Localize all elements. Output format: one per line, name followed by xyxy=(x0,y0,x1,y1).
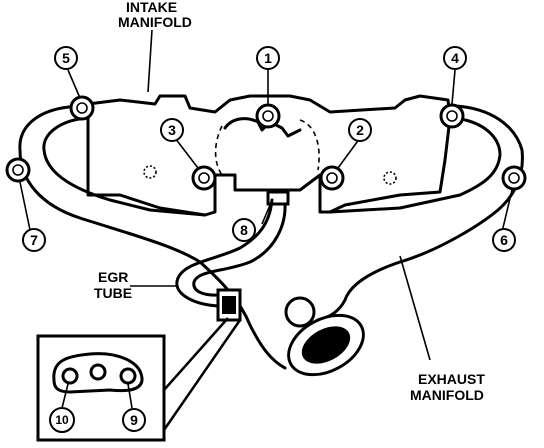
egr-tube xyxy=(175,198,287,322)
svg-text:2: 2 xyxy=(356,122,364,138)
callout-3: 3 xyxy=(160,118,184,142)
svg-text:9: 9 xyxy=(130,412,138,428)
egr-label-line1: EGR xyxy=(98,269,128,285)
svg-text:1: 1 xyxy=(264,50,272,66)
bolt-6 xyxy=(501,165,527,191)
egr-flange xyxy=(287,313,365,377)
leader-lines xyxy=(19,29,513,409)
callout-10: 10 xyxy=(49,407,75,433)
svg-text:10: 10 xyxy=(55,413,69,427)
callout-1: 1 xyxy=(256,46,280,70)
bolt-2 xyxy=(319,165,345,191)
bolts xyxy=(5,95,527,206)
bolt-7 xyxy=(5,157,31,183)
bolt-1 xyxy=(255,103,281,129)
callout-6: 6 xyxy=(492,228,516,252)
intake-label-line1: INTAKE xyxy=(126,0,177,15)
svg-text:4: 4 xyxy=(451,50,459,66)
svg-text:8: 8 xyxy=(240,222,248,238)
callout-8: 8 xyxy=(232,218,256,242)
exhaust-label-line1: EXHAUST xyxy=(418,371,485,387)
bolt-4 xyxy=(439,103,465,129)
svg-text:7: 7 xyxy=(30,232,38,248)
callout-9: 9 xyxy=(122,408,146,432)
svg-text:3: 3 xyxy=(168,122,176,138)
bolt-5 xyxy=(69,95,95,121)
callout-7: 7 xyxy=(22,228,46,252)
callout-4: 4 xyxy=(443,46,467,70)
egr-label-line2: TUBE xyxy=(94,285,132,301)
callout-5: 5 xyxy=(54,46,78,70)
intake-label-line2: MANIFOLD xyxy=(118,14,192,30)
svg-text:5: 5 xyxy=(62,50,70,66)
bolt-3 xyxy=(191,165,217,191)
exhaust-label-line2: MANIFOLD xyxy=(410,387,484,403)
callout-2: 2 xyxy=(348,118,372,142)
svg-text:6: 6 xyxy=(500,232,508,248)
